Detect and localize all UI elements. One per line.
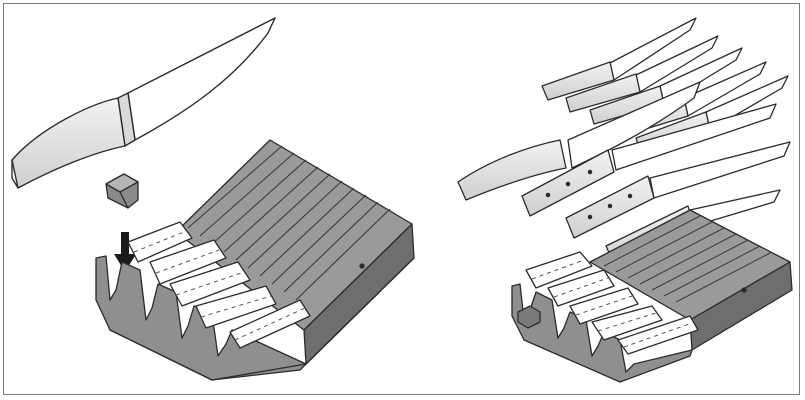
guard-5 xyxy=(229,299,311,349)
blade-guard-piece xyxy=(105,173,139,209)
knife-set xyxy=(457,17,791,265)
knife-tray-left xyxy=(95,139,415,381)
chef-knife-handle xyxy=(11,97,126,189)
knife-tray-right xyxy=(511,209,793,383)
right-panel xyxy=(457,17,793,383)
guard-4 xyxy=(195,285,277,329)
guard-2 xyxy=(149,239,227,285)
chef-knife-blade xyxy=(127,17,276,141)
chef-knife xyxy=(11,17,276,189)
left-panel xyxy=(11,17,415,381)
